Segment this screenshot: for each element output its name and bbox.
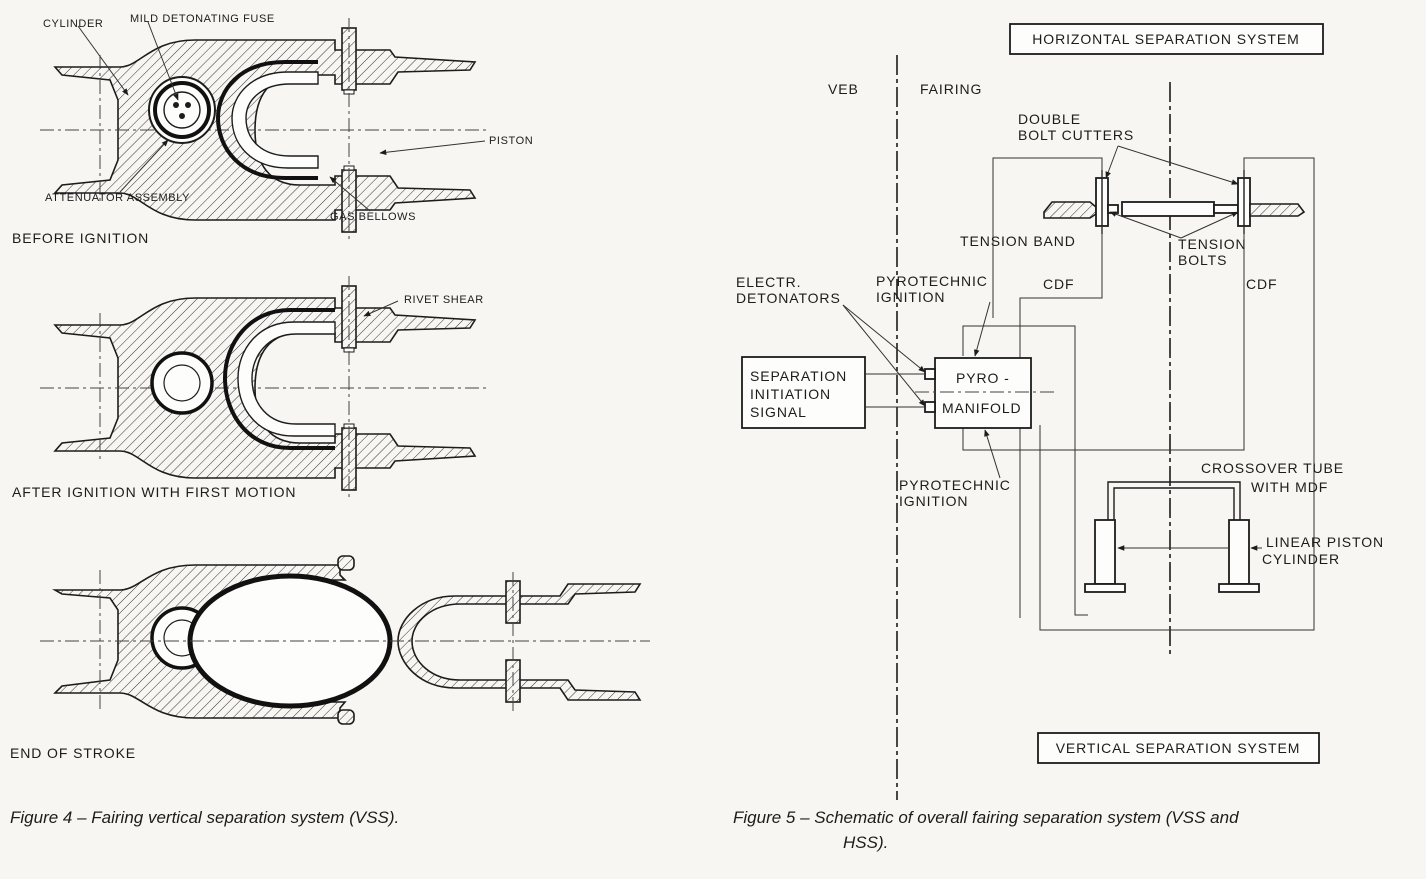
stage-after-ignition-drawing (39, 275, 491, 501)
label-tension: TENSION (1178, 236, 1247, 252)
label-piston: PISTON (489, 135, 533, 147)
label-with-mdf: WITH MDF (1251, 479, 1328, 495)
label-bolts: BOLTS (1178, 252, 1227, 268)
figure5-caption-line1: Figure 5 – Schematic of overall fairing … (733, 808, 1239, 827)
label-cylinder: CYLINDER (43, 18, 103, 30)
label-cylinder-fig5: CYLINDER (1262, 551, 1340, 567)
label-gas-bellows: GAS BELLOWS (330, 211, 416, 223)
label-rivet-shear: RIVET SHEAR (404, 294, 484, 306)
stage-label-end-of-stroke: END OF STROKE (10, 745, 136, 761)
label-pyrotechnic-bottom: PYROTECHNIC (899, 477, 1011, 493)
label-ignition-bottom: IGNITION (899, 493, 968, 509)
label-detonators: DETONATORS (736, 290, 841, 306)
label-electr: ELECTR. (736, 274, 801, 290)
label-mild-detonating-fuse: MILD DETONATING FUSE (130, 13, 275, 25)
signal-box-line3: SIGNAL (750, 404, 807, 420)
label-pyrotechnic-top: PYROTECHNIC (876, 273, 988, 289)
vss-title-box (1037, 732, 1320, 764)
label-double-line1: DOUBLE (1018, 111, 1081, 127)
stage-end-of-stroke-drawing (40, 555, 650, 725)
hss-title: HORIZONTAL SEPARATION SYSTEM (1032, 31, 1299, 47)
label-ignition-top: IGNITION (876, 289, 945, 305)
stage-before-ignition-drawing (39, 17, 491, 243)
stage-label-after-ignition: AFTER IGNITION WITH FIRST MOTION (12, 484, 296, 500)
label-attenuator-assembly: ATTENUATOR ASSEMBLY (45, 192, 190, 204)
figure5-caption-line2: HSS). (843, 833, 888, 852)
label-tension-band: TENSION BAND (960, 233, 1076, 249)
signal-box-line2: INITIATION (750, 386, 831, 402)
label-veb: VEB (828, 81, 859, 97)
label-bolt-cutters: BOLT CUTTERS (1018, 127, 1134, 143)
pyro-manifold-box (934, 357, 1032, 429)
label-fairing: FAIRING (920, 81, 982, 97)
label-cdf-right: CDF (1246, 276, 1277, 292)
manifold-line1: PYRO - (956, 370, 1010, 386)
label-cdf-left: CDF (1043, 276, 1074, 292)
stage-label-before-ignition: BEFORE IGNITION (12, 230, 149, 246)
manifold-line2: MANIFOLD (942, 400, 1022, 416)
signal-box-line1: SEPARATION (750, 368, 847, 384)
vss-title: VERTICAL SEPARATION SYSTEM (1056, 740, 1301, 756)
label-crossover-tube: CROSSOVER TUBE (1201, 460, 1344, 476)
hss-title-box (1009, 23, 1324, 55)
label-linear-piston: LINEAR PISTON (1266, 534, 1384, 550)
figure4-caption: Figure 4 – Fairing vertical separation s… (10, 808, 399, 827)
signal-box (741, 356, 866, 429)
